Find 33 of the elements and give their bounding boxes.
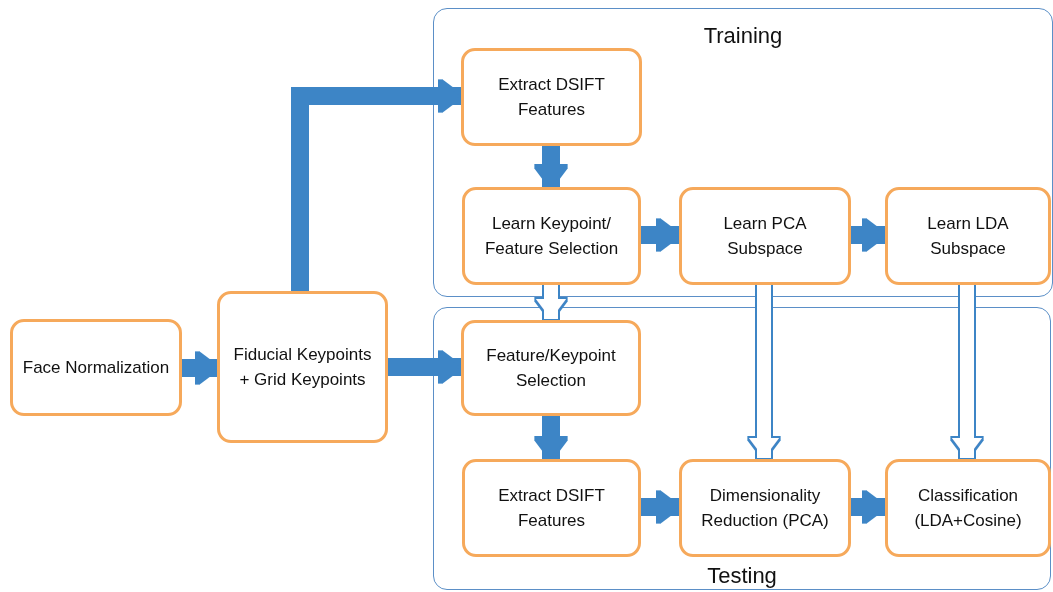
box-label: Feature/Keypoint Selection bbox=[485, 345, 617, 392]
box-label: Learn Keypoint/ Feature Selection bbox=[483, 213, 620, 260]
box-label: Learn LDA Subspace bbox=[926, 213, 1010, 260]
group-panel bbox=[433, 8, 1053, 297]
arrow bbox=[182, 353, 217, 383]
group-panel bbox=[433, 307, 1051, 590]
process-box bbox=[885, 187, 1051, 285]
box-label: Fiducial Keypoints + Grid Keypoints bbox=[232, 344, 373, 391]
process-box bbox=[217, 291, 388, 443]
box-label: Dimensionality Reduction (PCA) bbox=[700, 485, 830, 532]
arrow bbox=[536, 145, 566, 186]
arrow bbox=[640, 492, 678, 522]
arrow bbox=[850, 492, 884, 522]
process-box bbox=[10, 319, 182, 416]
arrow bbox=[536, 415, 566, 458]
process-box bbox=[885, 459, 1051, 557]
process-box bbox=[462, 187, 641, 285]
process-box bbox=[461, 320, 641, 416]
arrow bbox=[640, 220, 678, 250]
box-label: Extract DSIFT Features bbox=[497, 485, 606, 532]
process-box bbox=[462, 459, 641, 557]
process-box bbox=[461, 48, 642, 146]
group-title: Training bbox=[702, 23, 784, 49]
group-title: Testing bbox=[706, 563, 778, 589]
box-label: Face Normalization bbox=[22, 357, 170, 379]
arrow bbox=[388, 352, 460, 382]
box-label: Classification (LDA+Cosine) bbox=[913, 485, 1023, 532]
arrow bbox=[293, 81, 460, 291]
arrow bbox=[850, 220, 884, 250]
box-label: Extract DSIFT Features bbox=[497, 74, 606, 121]
box-label: Learn PCA Subspace bbox=[722, 213, 808, 260]
process-box bbox=[679, 459, 851, 557]
process-box bbox=[679, 187, 851, 285]
